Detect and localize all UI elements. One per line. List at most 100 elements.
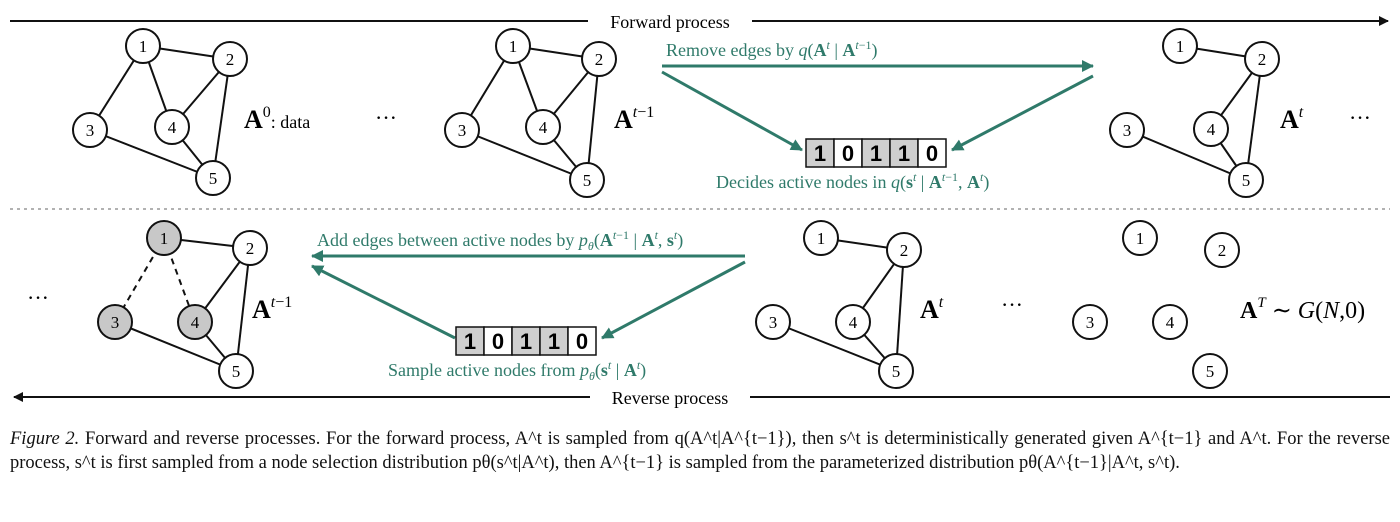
decide-arrow-left [661,70,803,152]
svg-text:2: 2 [595,50,604,69]
node-active: 4 [177,304,213,340]
svg-text:4: 4 [539,118,548,137]
label-final: AT ∼ G(N,0) [1240,295,1365,324]
bit: 0 [842,141,854,166]
decides-active-label: Decides active nodes in q(st | At−1, At) [716,170,989,193]
label-a0: A0: data [244,104,310,134]
svg-text:2: 2 [1218,241,1227,260]
node: 3 [72,112,108,148]
node: 4 [1193,111,1229,147]
sample-arrow-right [601,260,746,340]
svg-text:1: 1 [817,229,826,248]
ellipsis: ··· [375,105,397,130]
svg-text:1: 1 [160,229,169,248]
reverse-process-label: Reverse process [612,388,728,408]
forward-process-label: Forward process [610,12,729,32]
node: 3 [1109,112,1145,148]
node: 4 [835,304,871,340]
node: 2 [886,232,922,268]
svg-text:5: 5 [583,171,592,190]
label-at: At [1280,104,1304,134]
bit: 1 [814,141,826,166]
sample-arrow-left [311,264,456,340]
graph-reverse-at-nodes: 1 2 3 4 5 [755,220,922,389]
node: 3 [755,304,791,340]
bit: 1 [870,141,882,166]
sample-active-label: Sample active nodes from pθ(st | At) [388,358,646,383]
svg-text:3: 3 [1123,121,1132,140]
graph-at-1 [461,45,600,181]
bit: 1 [464,329,476,354]
svg-text:2: 2 [1258,50,1267,69]
svg-text:5: 5 [1242,171,1251,190]
node: 5 [878,353,914,389]
svg-text:5: 5 [1206,362,1215,381]
label-reverse-at-1: At−1 [252,294,292,324]
graph-reverse-at [772,237,905,372]
node: 4 [154,109,190,145]
node-active: 3 [97,304,133,340]
svg-text:3: 3 [458,121,467,140]
graph-at [1126,45,1263,181]
node: 1 [495,28,531,64]
label-reverse-at: At [920,294,944,324]
svg-text:5: 5 [209,169,218,188]
node-active: 1 [146,220,182,256]
node: 5 [1192,353,1228,389]
graph-at-final-nodes: 1 2 3 4 5 [1072,220,1240,389]
node: 2 [581,41,617,77]
ellipsis: ··· [1001,292,1023,317]
node: 2 [232,230,268,266]
svg-text:4: 4 [849,313,858,332]
add-edges-label: Add edges between active nodes by pθ(At−… [317,228,683,253]
svg-text:2: 2 [246,239,255,258]
node: 5 [569,162,605,198]
svg-text:4: 4 [168,118,177,137]
caption-text: Forward and reverse processes. For the f… [10,429,1390,473]
svg-text:1: 1 [1176,37,1185,56]
figure-label: Figure 2. [10,429,80,449]
svg-text:5: 5 [232,362,241,381]
node: 1 [1122,220,1158,256]
node: 1 [803,220,839,256]
ellipsis: ··· [27,285,49,310]
svg-text:1: 1 [1136,229,1145,248]
remove-edges-label: Remove edges by q(At | At−1) [666,38,878,61]
label-at-1: At−1 [614,104,654,134]
node: 5 [1228,162,1264,198]
node: 4 [525,109,561,145]
node: 2 [212,41,248,77]
bit: 0 [576,329,588,354]
decide-arrow-right [951,74,1094,152]
svg-text:1: 1 [139,37,148,56]
svg-text:3: 3 [769,313,778,332]
node: 3 [1072,304,1108,340]
node: 4 [1152,304,1188,340]
node: 5 [218,353,254,389]
svg-text:2: 2 [900,241,909,260]
bit: 1 [520,329,532,354]
graph-reverse-at-1-nodes: 1 2 3 4 5 [97,220,268,389]
figure-caption: Figure 2. Forward and reverse processes.… [10,427,1390,475]
node: 2 [1204,232,1240,268]
svg-text:4: 4 [1207,120,1216,139]
svg-text:4: 4 [1166,313,1175,332]
figure-diagram: Forward process 1 2 3 4 5 A0: data ··· 1… [10,12,1390,408]
node: 1 [125,28,161,64]
svg-text:4: 4 [191,313,200,332]
graph-a0 [89,45,231,179]
svg-text:3: 3 [1086,313,1095,332]
ellipsis: ··· [1349,105,1371,130]
bit-vector-reverse: 1 0 1 1 0 [455,326,597,356]
graph-at-nodes: 1 2 3 4 5 [1109,28,1280,198]
graph-at-1-nodes: 1 2 3 4 5 [444,28,617,198]
svg-text:5: 5 [892,362,901,381]
node: 5 [195,160,231,196]
graph-a0-nodes: 1 2 3 4 5 [72,28,248,196]
svg-text:1: 1 [509,37,518,56]
graph-reverse-at-1 [114,237,251,372]
bit: 1 [548,329,560,354]
node: 2 [1244,41,1280,77]
svg-text:3: 3 [86,121,95,140]
bit-vector-forward: 1 0 1 1 0 [805,138,947,168]
